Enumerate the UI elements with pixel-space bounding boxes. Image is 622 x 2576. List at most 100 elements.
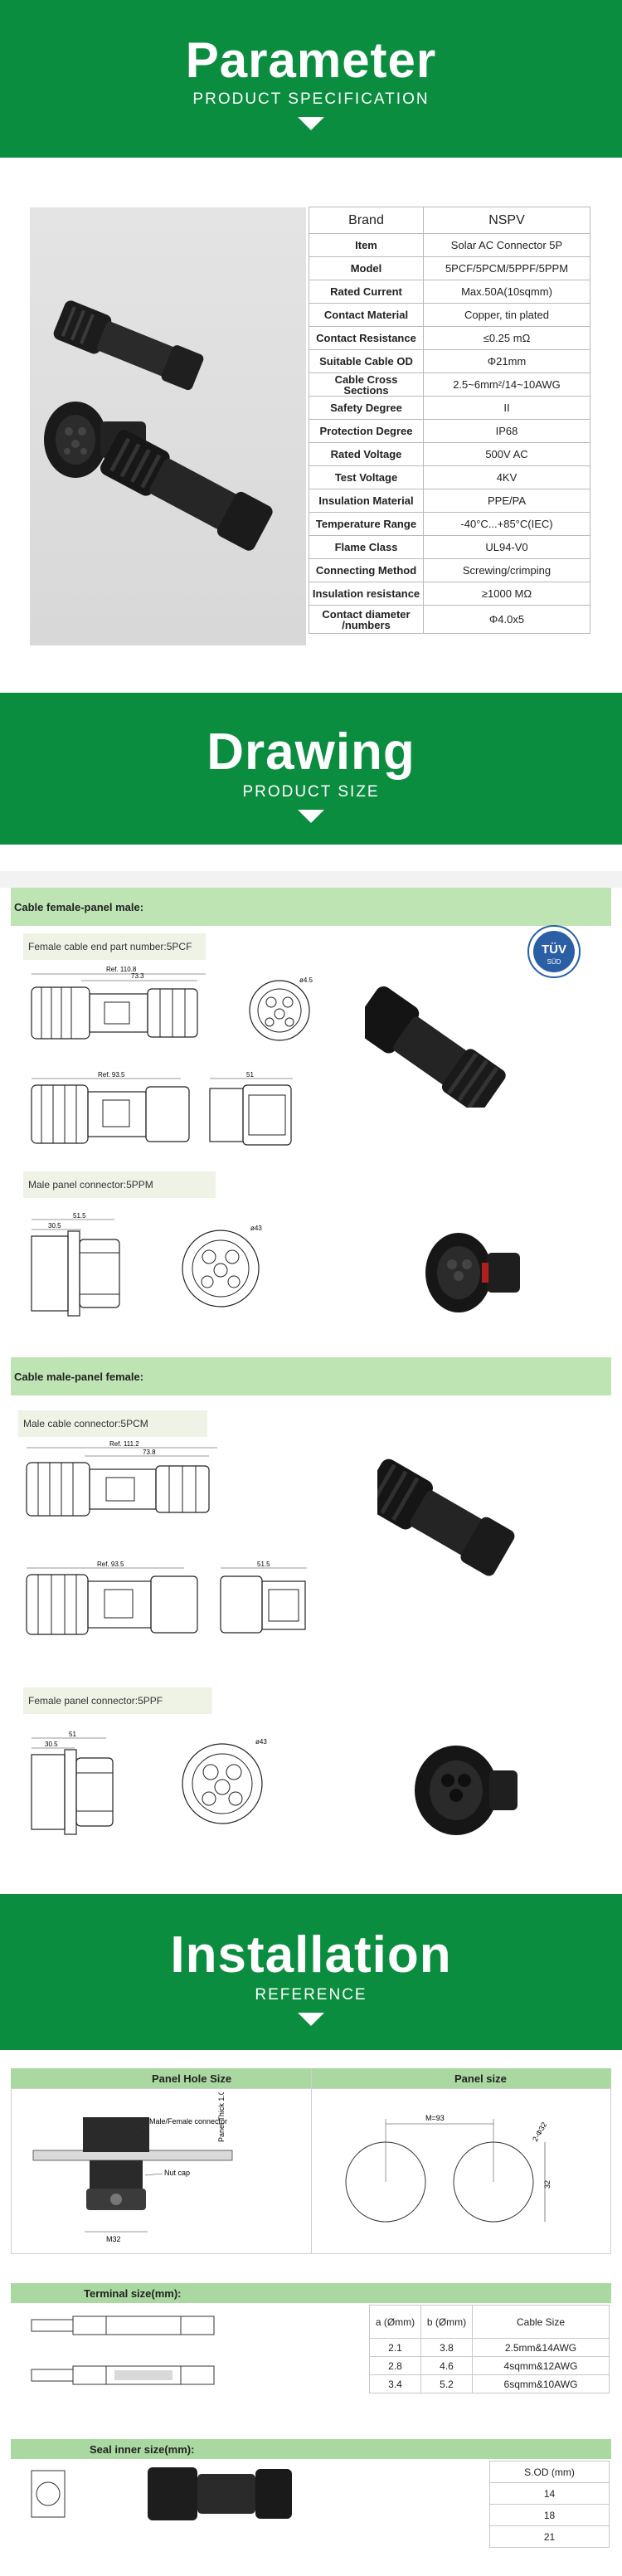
- tuv-text: TÜV: [542, 942, 566, 957]
- tuv-badge: TÜV SÜD: [527, 925, 581, 978]
- drawing-subtitle: PRODUCT SIZE: [242, 783, 380, 801]
- drawing-5ppm-side: 51.5 30.5: [23, 1211, 139, 1319]
- drawing-5ppf-side: 51 30.5: [23, 1730, 131, 1838]
- drawing-5pcf-top: Ref. 93.5: [23, 1070, 202, 1153]
- dim-m32: M32: [106, 2235, 121, 2243]
- table-row: 14: [489, 2482, 610, 2505]
- spec-key: Model: [309, 256, 424, 280]
- arrow-down-icon: [298, 810, 324, 823]
- spec-key: Suitable Cable OD: [309, 349, 424, 373]
- panel-hole-size-label: Panel Hole Size: [152, 2072, 232, 2085]
- connector-5pcm-image: [361, 1448, 543, 1580]
- dim-ppm-w2: 30.5: [48, 1222, 61, 1230]
- drawing-5pcf-face: ø4.5: [245, 971, 319, 1045]
- spec-key: Rated Current: [309, 280, 424, 304]
- cell: 3.8: [420, 2338, 473, 2357]
- spec-value: -40°C...+85°C(IEC): [423, 512, 590, 536]
- spec-key: Protection Degree: [309, 419, 424, 443]
- dim-ppm-pin: ø43: [250, 1225, 262, 1232]
- cell: 6sqmm&10AWG: [472, 2374, 610, 2393]
- seal-size-bar: Seal inner size(mm):: [11, 2439, 611, 2459]
- cell: 4sqmm&12AWG: [472, 2356, 610, 2375]
- terminal-size-label: Terminal size(mm):: [84, 2287, 182, 2300]
- spec-value: Copper, tin plated: [423, 303, 590, 327]
- table-row: S.OD (mm): [489, 2461, 610, 2483]
- drawing-title: Drawing: [207, 723, 415, 781]
- seal-size-label: Seal inner size(mm):: [90, 2443, 195, 2456]
- section-cable-female-panel-male: Cable female-panel male:: [11, 888, 611, 926]
- drawing-5pcm-end: 51.5: [214, 1560, 313, 1643]
- col-cable-header: Cable Size: [472, 2305, 610, 2339]
- col-b-header: b (Ømm): [420, 2305, 473, 2339]
- spec-value: ≤0.25 mΩ: [423, 326, 590, 350]
- drawing-5pcf-end: 51: [203, 1070, 299, 1153]
- spec-value: Φ21mm: [423, 349, 590, 373]
- installation-banner: Installation REFERENCE: [0, 1894, 622, 2050]
- spec-value: IP68: [423, 419, 590, 443]
- cell: 2.1: [369, 2338, 421, 2357]
- drawing-5pcm-top: Ref. 93.5: [18, 1560, 209, 1643]
- seal-drawing: [23, 2461, 305, 2527]
- dim-pcm-w: 51.5: [257, 1561, 270, 1568]
- spec-key: Rated Voltage: [309, 442, 424, 466]
- label-5pcm: Male cable connector:5PCM: [18, 1410, 207, 1437]
- cell: 14: [489, 2482, 610, 2505]
- male-female-connector-label: Male/Female connector: [149, 2117, 227, 2126]
- arrow-down-icon: [298, 2013, 324, 2026]
- drawing-5pcf-side: Ref. 110.8 73.3: [23, 962, 214, 1045]
- drawing-banner: Drawing PRODUCT SIZE: [0, 693, 622, 845]
- spec-key: Connecting Method: [309, 558, 424, 582]
- drawing-5ppf-face: ø43: [174, 1726, 282, 1833]
- label-5ppf: Female panel connector:5PPF: [23, 1687, 212, 1714]
- connector-5ppm-image: [419, 1220, 527, 1319]
- dim-pcm-len3: Ref. 93.5: [97, 1561, 124, 1568]
- divider: [311, 2068, 312, 2254]
- col-a-header: a (Ømm): [369, 2305, 421, 2339]
- cell: 3.4: [369, 2374, 421, 2393]
- spec-value: Max.50A(10sqmm): [423, 280, 590, 304]
- table-row: 21: [489, 2525, 610, 2548]
- label-5pcf: Female cable end part number:5PCF: [23, 933, 206, 960]
- installation-subtitle: REFERENCE: [255, 1986, 367, 2004]
- spec-key: Contact Material: [309, 303, 424, 327]
- spec-key: Contact Resistance: [309, 326, 424, 350]
- nut-cap-label: Nut cap: [164, 2169, 190, 2177]
- arrow-down-icon: [298, 117, 324, 130]
- spec-value: II: [423, 396, 590, 420]
- dim-pcf-w: 51: [246, 1071, 254, 1079]
- panel-size-label: Panel size: [454, 2072, 507, 2085]
- installation-title: Installation: [170, 1926, 452, 1984]
- spec-value: UL94-V0: [423, 535, 590, 559]
- spec-value: 2.5~6mm²/14~10AWG: [423, 373, 590, 397]
- spec-key: Test Voltage: [309, 465, 424, 489]
- table-row: Temperature Range-40°C...+85°C(IEC): [309, 512, 590, 536]
- dim-phi: 2-Φ32: [531, 2121, 548, 2143]
- panel-hole-drawing: Male/Female connector Nut cap Panel Thic…: [25, 2063, 299, 2250]
- cell: 5.2: [420, 2374, 473, 2393]
- spec-value: PPE/PA: [423, 489, 590, 513]
- spec-value: NSPV: [423, 207, 590, 234]
- tuv-sub: SÜD: [547, 958, 561, 966]
- dim-m93: M=93: [425, 2114, 445, 2122]
- dim-pcf-pin: ø4.5: [299, 976, 313, 984]
- parameter-banner: Parameter PRODUCT SPECIFICATION: [0, 0, 622, 158]
- spec-key: Brand: [309, 207, 424, 234]
- spec-key: Safety Degree: [309, 396, 424, 420]
- terminal-size-bar: Terminal size(mm):: [11, 2283, 611, 2303]
- cell: 2.5mm&14AWG: [472, 2338, 610, 2357]
